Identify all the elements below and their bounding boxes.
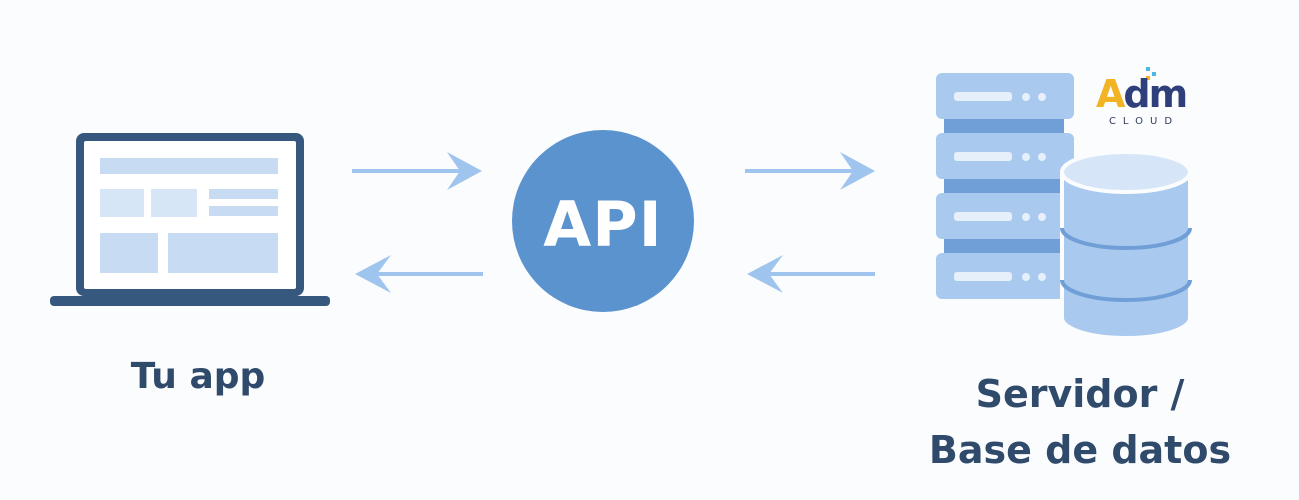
screen-header-block bbox=[100, 158, 278, 174]
database-icon bbox=[1060, 150, 1192, 340]
logo-letters-dm: dm bbox=[1123, 72, 1188, 116]
app-label: Tu app bbox=[130, 356, 266, 397]
screen-block bbox=[168, 233, 278, 273]
arrow-api-to-server-head bbox=[840, 152, 875, 190]
laptop-icon bbox=[50, 133, 330, 306]
screen-block bbox=[100, 189, 144, 217]
screen-block bbox=[151, 189, 197, 217]
screen-line bbox=[209, 189, 278, 199]
server-rack-icon bbox=[936, 73, 1074, 299]
api-label: API bbox=[543, 188, 663, 261]
server-label: Servidor / Base de datos bbox=[880, 366, 1280, 478]
screen-block bbox=[100, 233, 158, 273]
admcloud-logo: Adm CLOUD bbox=[1094, 72, 1190, 130]
arrow-app-to-api-head bbox=[447, 152, 482, 190]
logo-dots bbox=[1146, 67, 1156, 80]
laptop-base bbox=[50, 296, 330, 306]
logo-letter-a: A bbox=[1096, 72, 1125, 116]
arrow-server-to-api-head bbox=[747, 255, 783, 293]
server-label-line2: Base de datos bbox=[928, 428, 1232, 472]
logo-wordmark: Adm bbox=[1096, 72, 1188, 116]
api-circle bbox=[512, 130, 694, 312]
server-label-line1: Servidor / bbox=[975, 372, 1185, 416]
logo-subtitle: CLOUD bbox=[1108, 116, 1180, 127]
arrow-api-to-app-head bbox=[355, 255, 391, 293]
screen-line bbox=[209, 206, 278, 216]
